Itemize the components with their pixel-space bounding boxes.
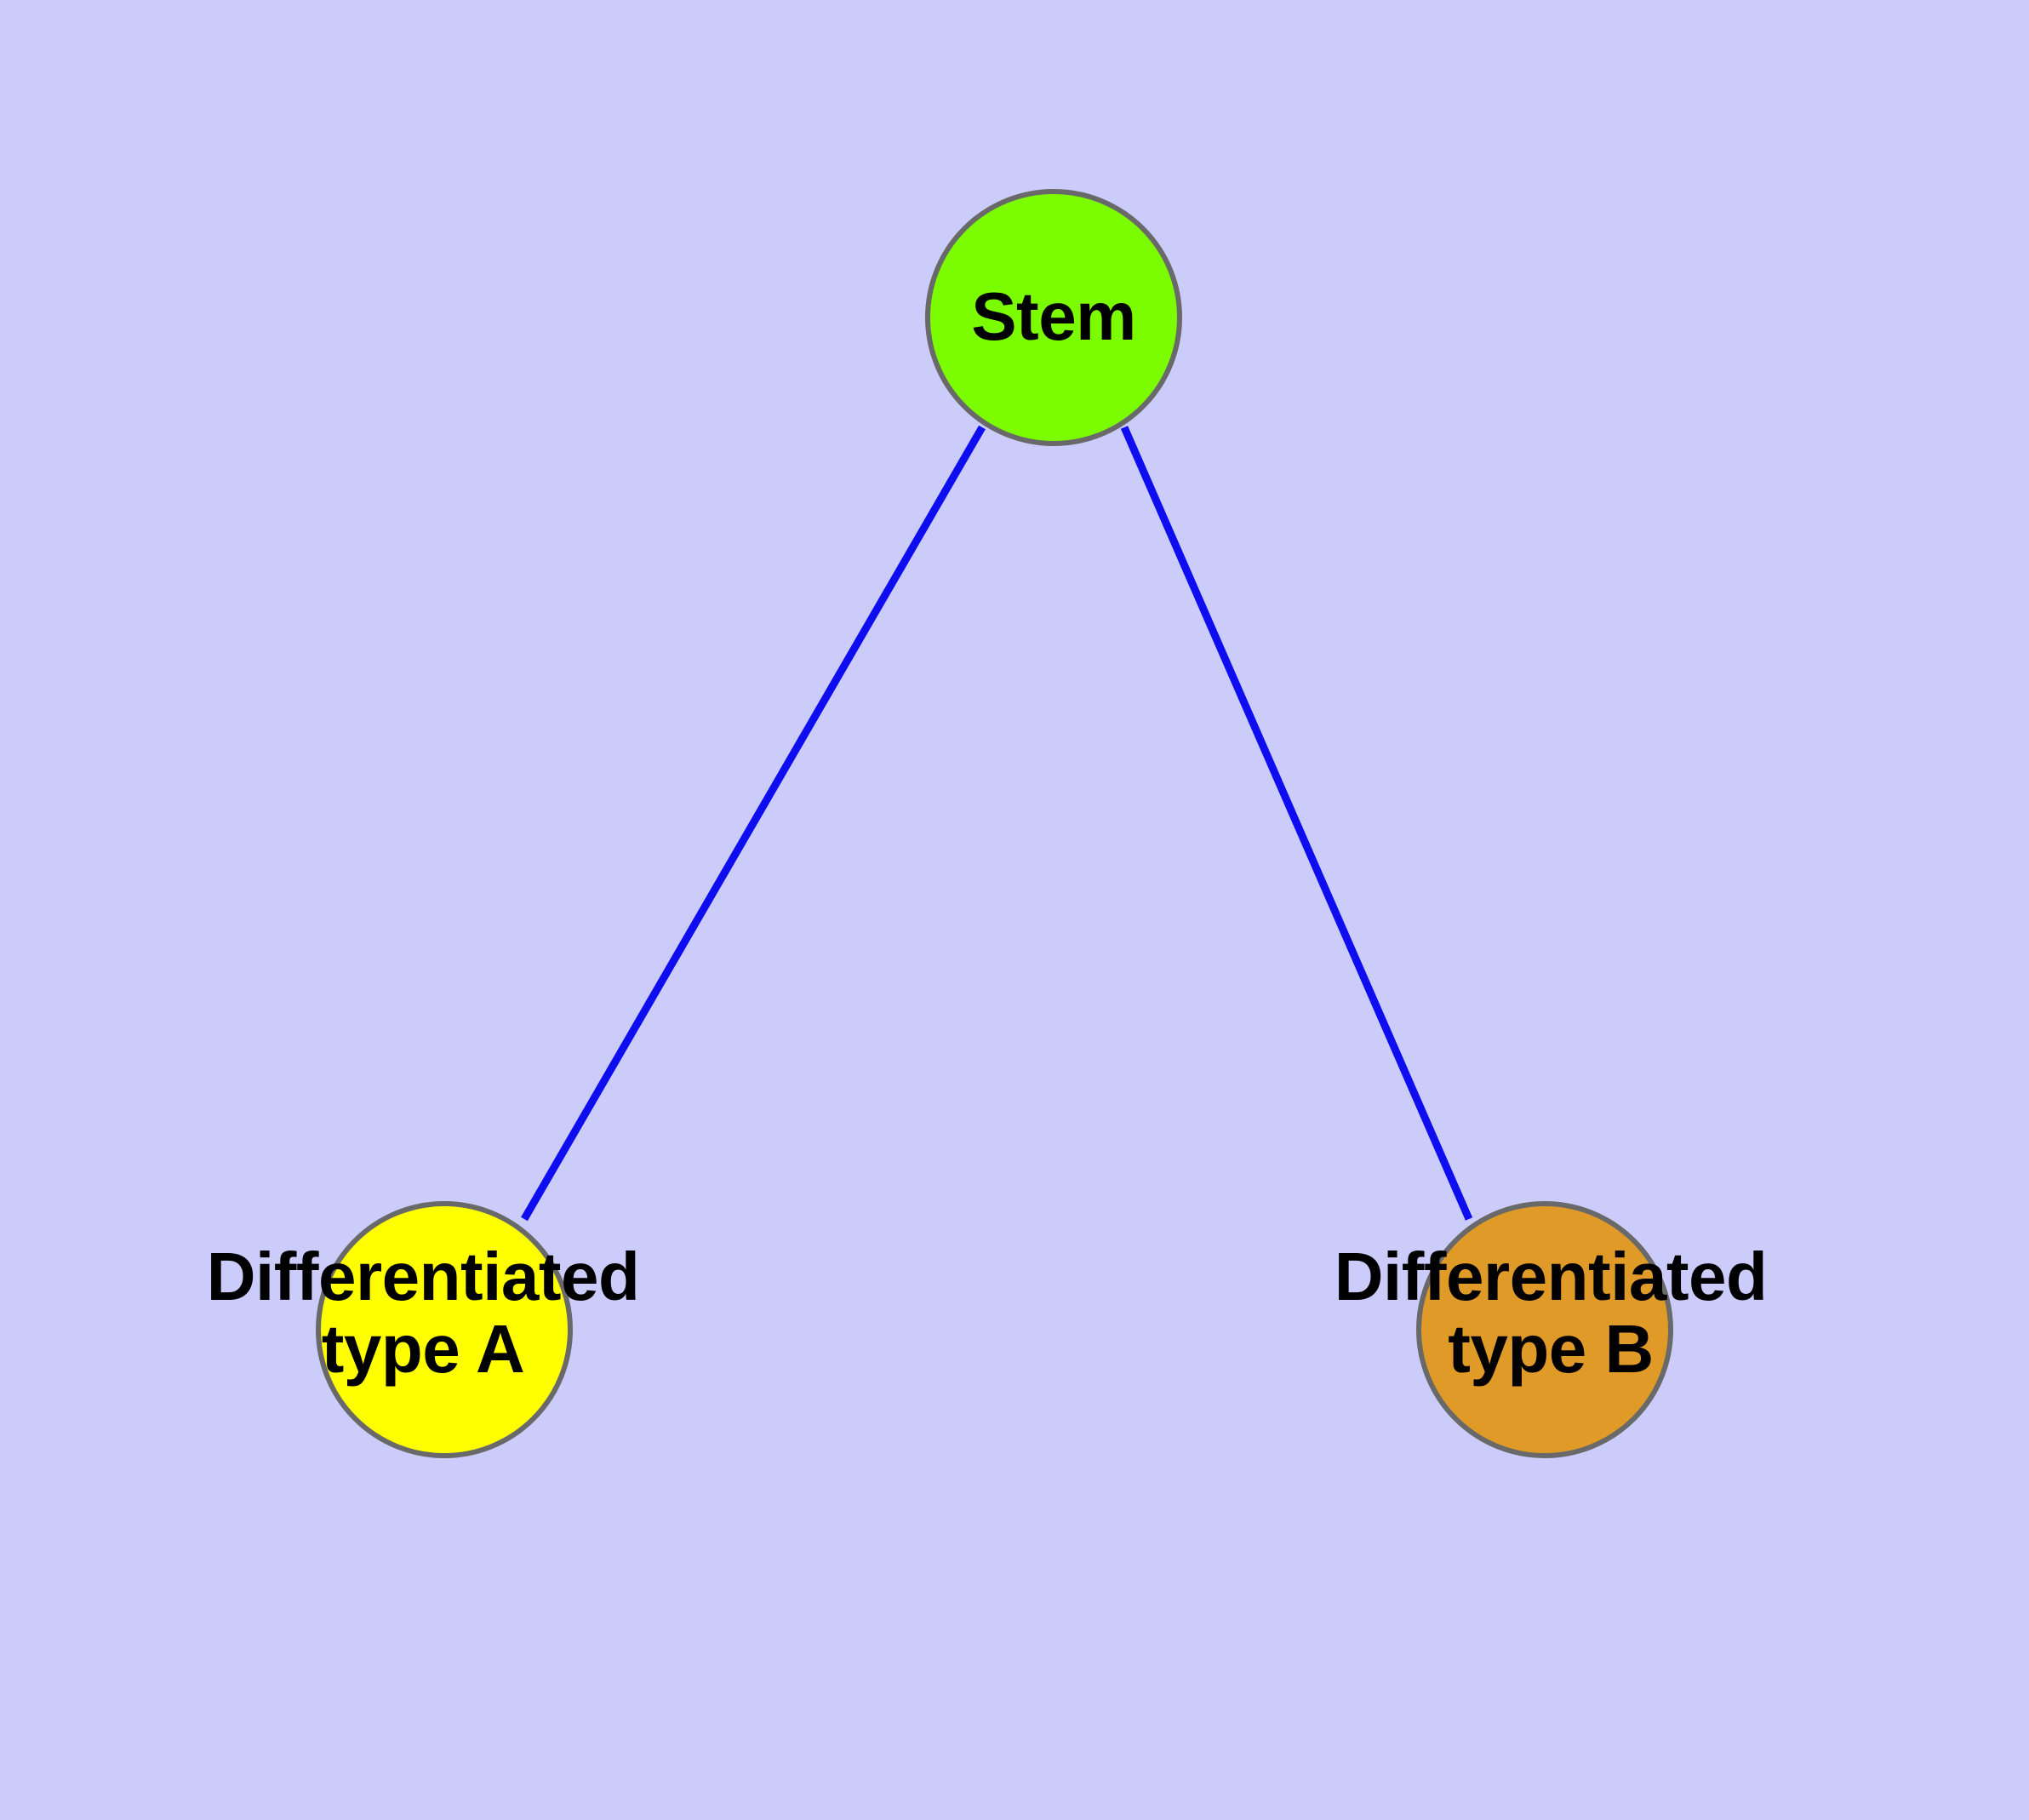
node-stem[interactable] <box>925 189 1182 446</box>
edge-stem-to-differentiated-type-a[interactable] <box>521 425 986 1222</box>
node-differentiated-type-a[interactable] <box>316 1201 573 1458</box>
node-differentiated-type-b[interactable] <box>1416 1201 1673 1458</box>
edge-stem-to-differentiated-type-b[interactable] <box>1120 426 1473 1221</box>
